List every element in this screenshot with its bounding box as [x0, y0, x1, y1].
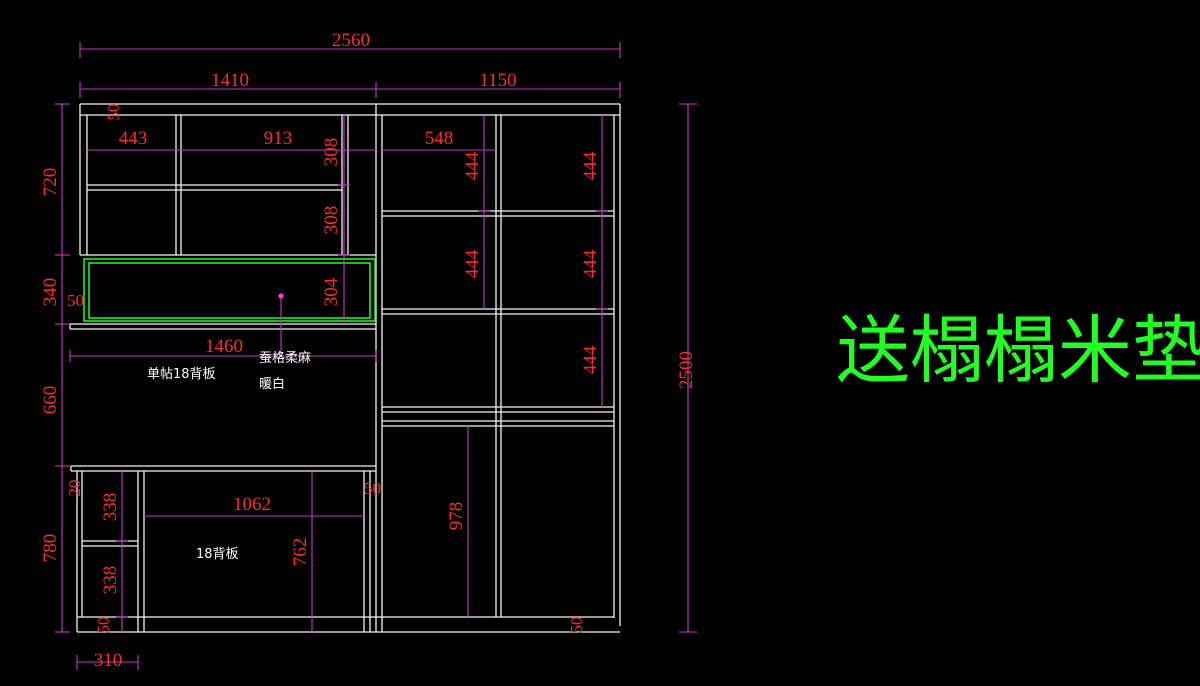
dim-shelf-row1: 308 [321, 138, 342, 167]
dim-shelf-col1: 443 [119, 128, 148, 149]
dim-base-board-left: 50 [94, 617, 113, 634]
dimension-labels: 2560 1410 1150 2500 50 720 340 50 660 78… [40, 30, 697, 671]
dim-lower-top-board: 20 [65, 480, 84, 497]
dim-desk-height: 660 [40, 386, 61, 415]
dim-left-width: 1410 [211, 70, 249, 91]
dim-right-cell-b: 444 [462, 249, 483, 278]
dim-lower-height: 780 [40, 534, 61, 563]
drawing-title: 送榻榻米垫 [836, 308, 1200, 394]
dim-niche-height: 340 [40, 278, 61, 307]
dim-right-cell-d: 444 [580, 249, 601, 278]
dim-wardrobe-height: 978 [446, 502, 467, 531]
note-back-panel-single: 单帖18背板 [147, 367, 216, 382]
note-back-panel-18: 18背板 [196, 547, 239, 562]
dim-desk-width: 1460 [205, 336, 243, 357]
niche-highlight [83, 258, 376, 322]
dim-overall-width: 2560 [332, 30, 370, 51]
dim-desk-well-height: 762 [290, 538, 311, 567]
dimension-lines [55, 42, 697, 670]
dim-left-drawer-upper: 338 [100, 493, 121, 522]
dim-right-cell-e: 444 [580, 345, 601, 374]
dim-right-width: 1150 [479, 70, 516, 91]
cabinet-structure [69, 103, 621, 633]
dim-desk-well-width: 1062 [233, 494, 271, 515]
note-material-line1: 蚕格柔麻 [259, 350, 311, 366]
dim-shelf-col2: 913 [264, 128, 293, 149]
dim-desk-right-board: 50 [364, 479, 381, 498]
dim-right-cell-c: 444 [580, 151, 601, 180]
dim-left-upper-height: 720 [40, 168, 61, 197]
note-material-line2: 暖白 [259, 376, 285, 392]
material-marker-icon [278, 293, 284, 299]
dim-shelf-row2: 308 [321, 206, 342, 235]
dim-base-board-right: 50 [567, 617, 586, 634]
dim-left-drawer-lower: 338 [100, 566, 121, 595]
annotation-notes: 单帖18背板 蚕格柔麻 暖白 18背板 [147, 350, 311, 562]
dim-niche-board: 50 [67, 291, 84, 310]
dim-right-cell-a: 444 [462, 151, 483, 180]
dim-bottom-width: 310 [94, 650, 123, 671]
dim-overall-height: 2500 [676, 351, 697, 389]
dim-shelf-row3: 304 [321, 277, 342, 306]
dim-top-board: 50 [104, 104, 123, 121]
dim-right-col: 548 [425, 128, 454, 149]
